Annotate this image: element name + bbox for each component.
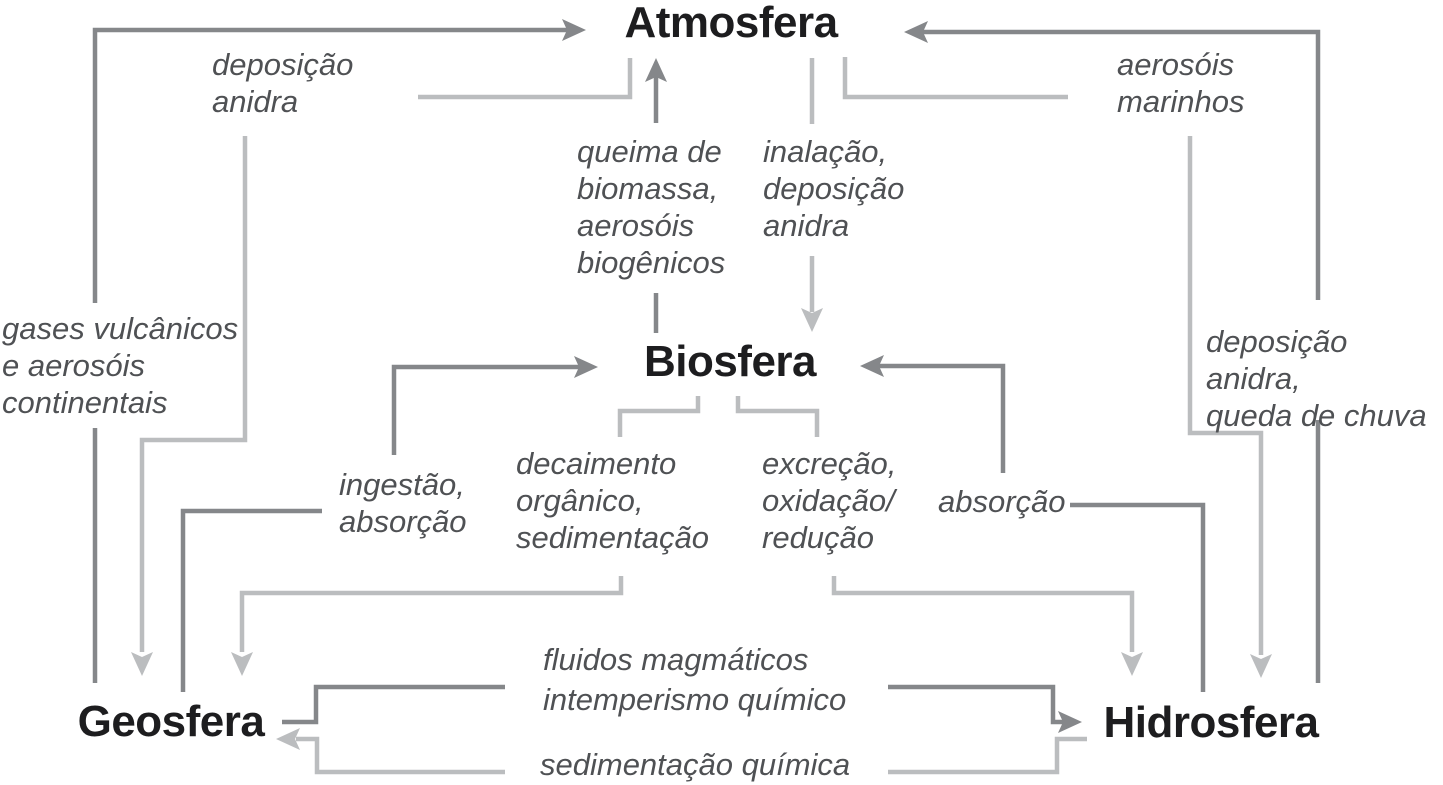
flow-arrow-excrecao-oxidacao	[735, 396, 1143, 676]
flow-arrow-gases-vulcanicos	[92, 19, 586, 683]
node-hidrosfera: Hidrosfera	[1103, 698, 1319, 747]
node-atmosfera: Atmosfera	[624, 0, 838, 47]
edge-label-fluidos-magmaticos: fluidos magmáticos intemperismo químico	[543, 642, 847, 717]
flow-arrow-absorcao	[860, 355, 1206, 692]
flow-arrow-deposicao-queda-chuva	[842, 57, 1272, 678]
flow-arrow-fluidos-magmaticos	[282, 684, 1082, 733]
arrowhead-absorcao	[860, 355, 884, 377]
arrowhead-deposicao-anidra-solo	[131, 652, 153, 676]
arrowhead-inalacao-deposicao	[801, 308, 823, 332]
arrowhead-decaimento-organico	[231, 652, 253, 676]
arrowhead-queima-biomassa	[645, 58, 667, 82]
arrowhead-excrecao-oxidacao	[1121, 652, 1143, 676]
arrowhead-gases-vulcanicos	[562, 19, 586, 41]
arrowhead-sedimentacao-quimica	[276, 728, 300, 750]
flow-arrow-deposicao-anidra-solo	[131, 58, 633, 676]
flow-arrow-inalacao-deposicao	[801, 58, 823, 332]
edge-label-ingestao-absorcao: ingestão, absorção	[339, 467, 467, 539]
arrowhead-ingestao-absorcao	[574, 356, 598, 378]
edge-label-inalacao-deposicao: inalação, deposição anidra	[763, 134, 905, 243]
arrowhead-fluidos-magmaticos	[1058, 711, 1082, 733]
edge-label-queima-biomassa: queima de biomassa, aerosóis biogênicos	[577, 134, 726, 280]
arrowhead-deposicao-queda-chuva	[1250, 654, 1272, 678]
flow-arrow-queima-biomassa	[645, 58, 667, 333]
edge-label-decaimento-organico: decaimento orgânico, sedimentação	[516, 446, 710, 555]
flow-arrow-aerosois-marinhos	[904, 21, 1321, 683]
node-geosfera: Geosfera	[77, 697, 265, 746]
edge-label-aerosois-marinhos: aerosóis marinhos	[1117, 47, 1245, 119]
edge-label-deposicao-anidra-solo: deposição anidra	[212, 47, 354, 119]
node-biosfera: Biosfera	[643, 337, 817, 386]
edge-label-deposicao-queda-chuva: deposição anidra, queda de chuva	[1206, 324, 1427, 433]
flow-arrow-ingestao-absorcao	[180, 356, 598, 692]
arrowhead-aerosois-marinhos	[904, 21, 928, 43]
flow-arrow-sedimentacao-quimica	[276, 728, 1087, 775]
edge-label-gases-vulcanicos: gases vulcânicos e aerosóis continentais	[2, 311, 239, 420]
edge-label-sedimentacao-quimica: sedimentação química	[540, 747, 851, 782]
edge-label-absorcao: absorção	[938, 484, 1066, 519]
flow-arrow-decaimento-organico	[231, 396, 701, 676]
edge-label-excrecao-oxidacao: excreção, oxidação/ redução	[762, 446, 897, 555]
